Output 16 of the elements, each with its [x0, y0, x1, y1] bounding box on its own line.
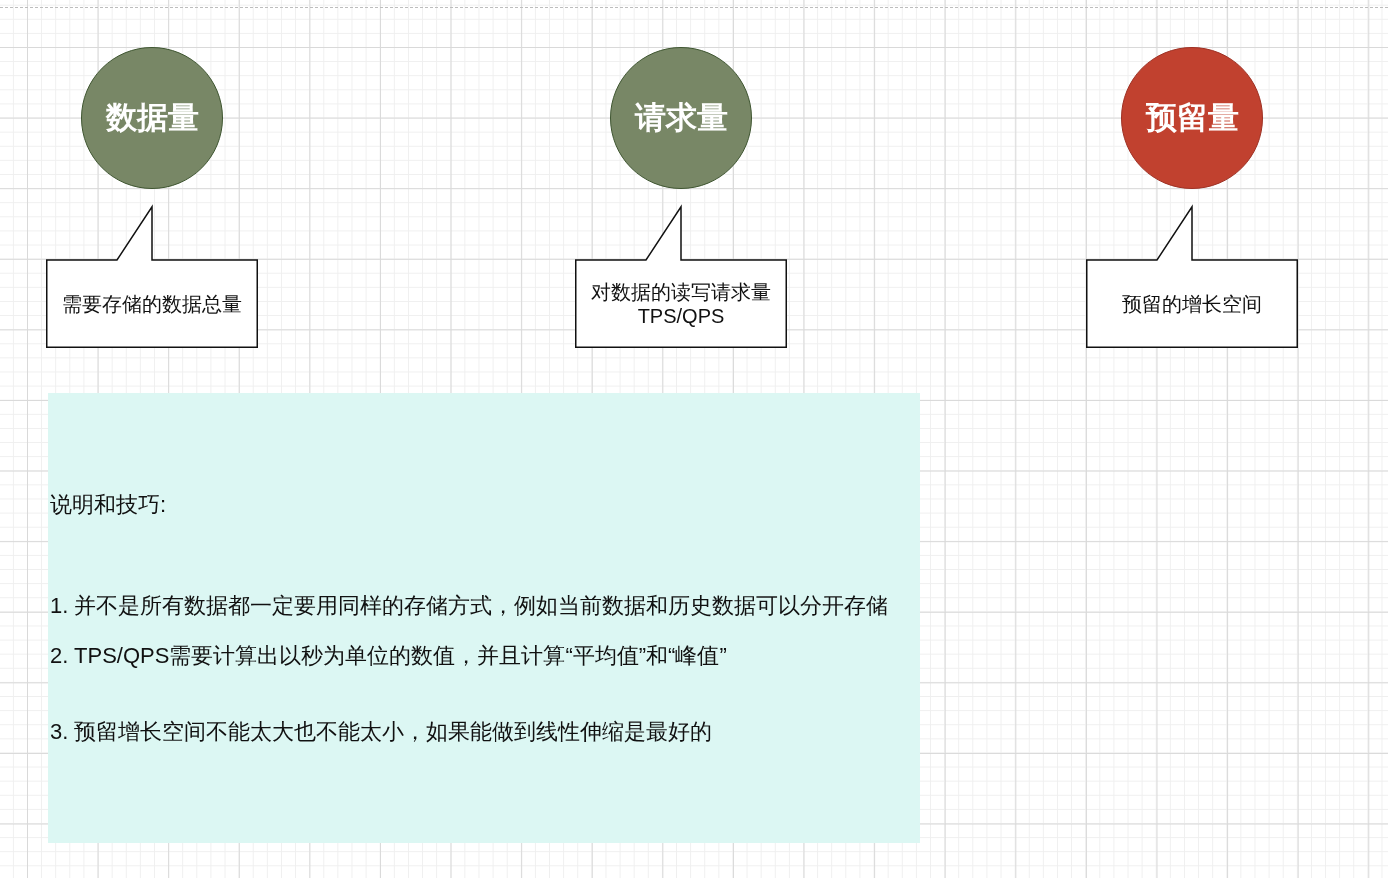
speech-bubble-callout [575, 206, 787, 348]
note-item: 1. 并不是所有数据都一定要用同样的存储方式，例如当前数据和历史数据可以分开存储 [50, 592, 889, 620]
callout-text: 需要存储的数据总量 [61, 292, 243, 317]
note-item: 2. TPS/QPS需要计算出以秒为单位的数值，并且计算“平均值”和“峰值” [50, 642, 727, 670]
circle-label: 数据量 [105, 100, 199, 136]
note-item: 3. 预留增长空间不能太大也不能太小，如果能做到线性伸缩是最好的 [50, 718, 713, 746]
circle-label: 请求量 [634, 100, 728, 136]
callout-text: 预留的增长空间 [1121, 292, 1263, 317]
note-panel [48, 393, 920, 843]
circle-node [610, 47, 752, 189]
note-heading: 说明和技巧: [50, 491, 167, 519]
circle-label: 预留量 [1145, 100, 1239, 136]
speech-bubble-callout [46, 206, 258, 348]
circle-node [81, 47, 223, 189]
callout-text: 对数据的读写请求量 TPS/QPS [590, 280, 772, 329]
speech-bubble-callout [1086, 206, 1298, 348]
